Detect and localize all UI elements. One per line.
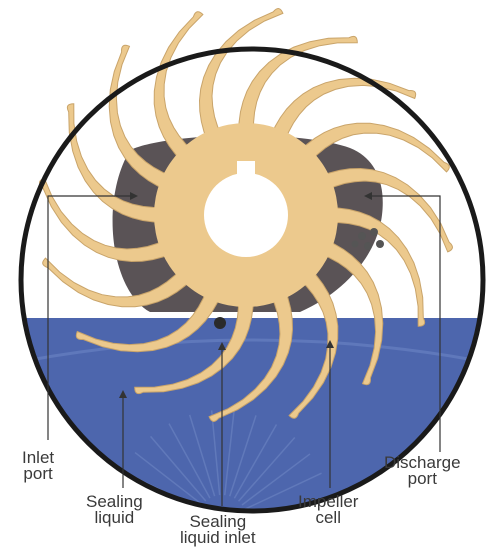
inlet-port-label-line2: port <box>22 466 54 482</box>
discharge-port-label-line2: port <box>384 471 461 487</box>
inlet-port-label: Inlet port <box>22 450 54 482</box>
impeller-cell-label: Impeller cell <box>298 494 358 526</box>
shaft-keyway <box>237 161 255 177</box>
sealing-liquid-label-line2: liquid <box>86 510 143 526</box>
shaft-bore <box>204 173 288 257</box>
impeller-cell-label-line2: cell <box>298 510 358 526</box>
sealing-liquid-inlet-label-line2: liquid inlet <box>180 530 256 546</box>
sealing-liquid-label: Sealing liquid <box>86 494 143 526</box>
sealing-liquid-inlet-label: Sealing liquid inlet <box>180 514 256 546</box>
discharge-port-label: Discharge port <box>384 455 461 487</box>
liquid-droplet <box>214 317 226 329</box>
